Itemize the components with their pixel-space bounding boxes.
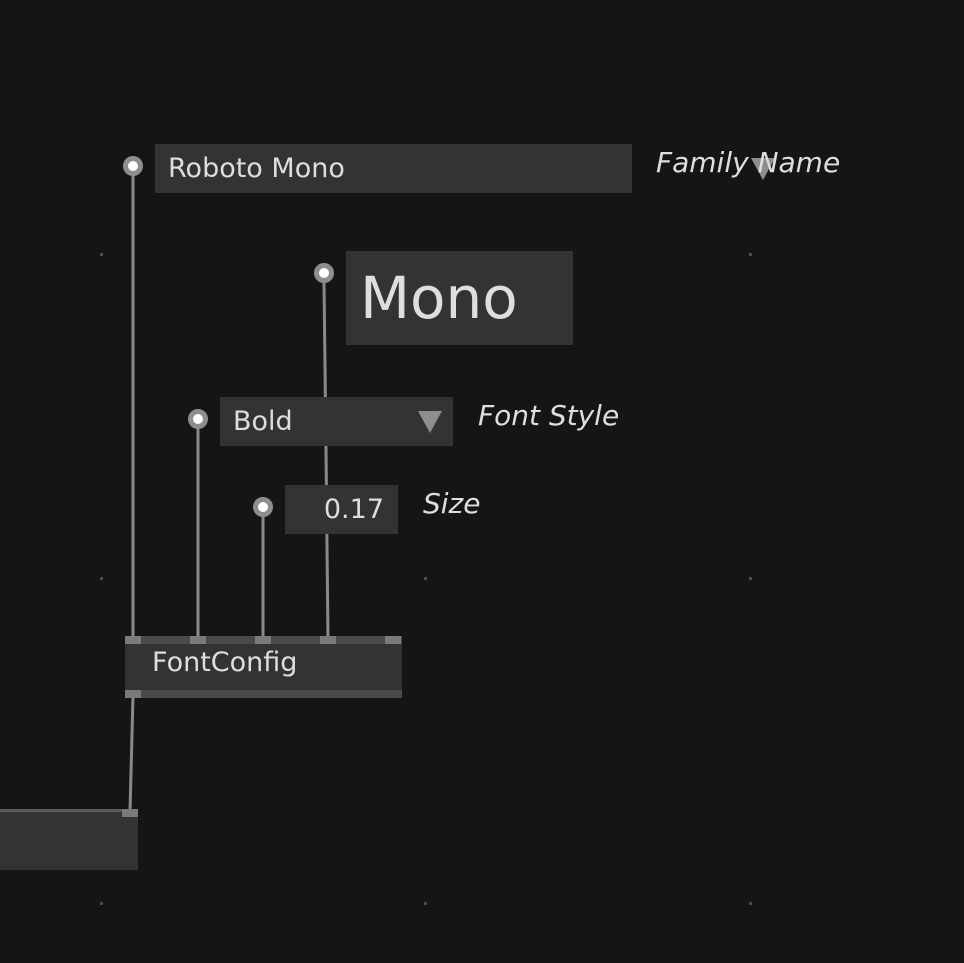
node-input-pin-style[interactable]: [190, 636, 206, 644]
font-style-value: Bold: [233, 406, 293, 437]
text-input-value: Mono: [360, 264, 518, 332]
wire-node-output[interactable]: [128, 695, 135, 813]
size-pin[interactable]: [253, 497, 273, 517]
grid-dot: [749, 577, 752, 580]
family-name-dropdown[interactable]: Roboto Mono: [155, 144, 775, 193]
node-input-pin-text[interactable]: [320, 636, 336, 644]
node-input-pin-extra[interactable]: [385, 636, 401, 644]
grid-dot: [100, 577, 103, 580]
text-input-pin[interactable]: [314, 263, 334, 283]
wire-text[interactable]: [322, 281, 330, 641]
grid-dot: [100, 253, 103, 256]
size-value: 0.17: [323, 494, 384, 525]
font-style-pin[interactable]: [188, 409, 208, 429]
grid-dot: [749, 253, 752, 256]
grid-dot: [100, 902, 103, 905]
grid-dot: [424, 902, 427, 905]
fontconfig-node[interactable]: FontConfig: [125, 636, 402, 698]
family-name-value: Roboto Mono: [168, 153, 345, 184]
grid-dot: [749, 902, 752, 905]
downstream-node-input-bar: [0, 809, 138, 812]
grid-dot: [424, 577, 427, 580]
node-input-pin-family[interactable]: [125, 636, 141, 644]
node-input-pin-size[interactable]: [255, 636, 271, 644]
text-input-box[interactable]: Mono: [346, 251, 573, 345]
font-style-label: Font Style: [478, 399, 620, 432]
downstream-node[interactable]: [0, 809, 138, 870]
triangle-down-icon[interactable]: [418, 410, 442, 433]
node-output-pin[interactable]: [125, 690, 141, 698]
downstream-node-input-pin[interactable]: [122, 809, 138, 817]
family-name-pin[interactable]: [123, 156, 143, 176]
family-name-label: Family Name: [656, 146, 841, 179]
triangle-down-icon[interactable]: [751, 157, 775, 180]
font-style-dropdown[interactable]: Bold: [220, 397, 453, 446]
node-output-bar: [125, 690, 402, 698]
size-number-box[interactable]: 0.17: [285, 485, 398, 534]
size-label: Size: [423, 487, 481, 520]
node-title: FontConfig: [152, 647, 298, 678]
